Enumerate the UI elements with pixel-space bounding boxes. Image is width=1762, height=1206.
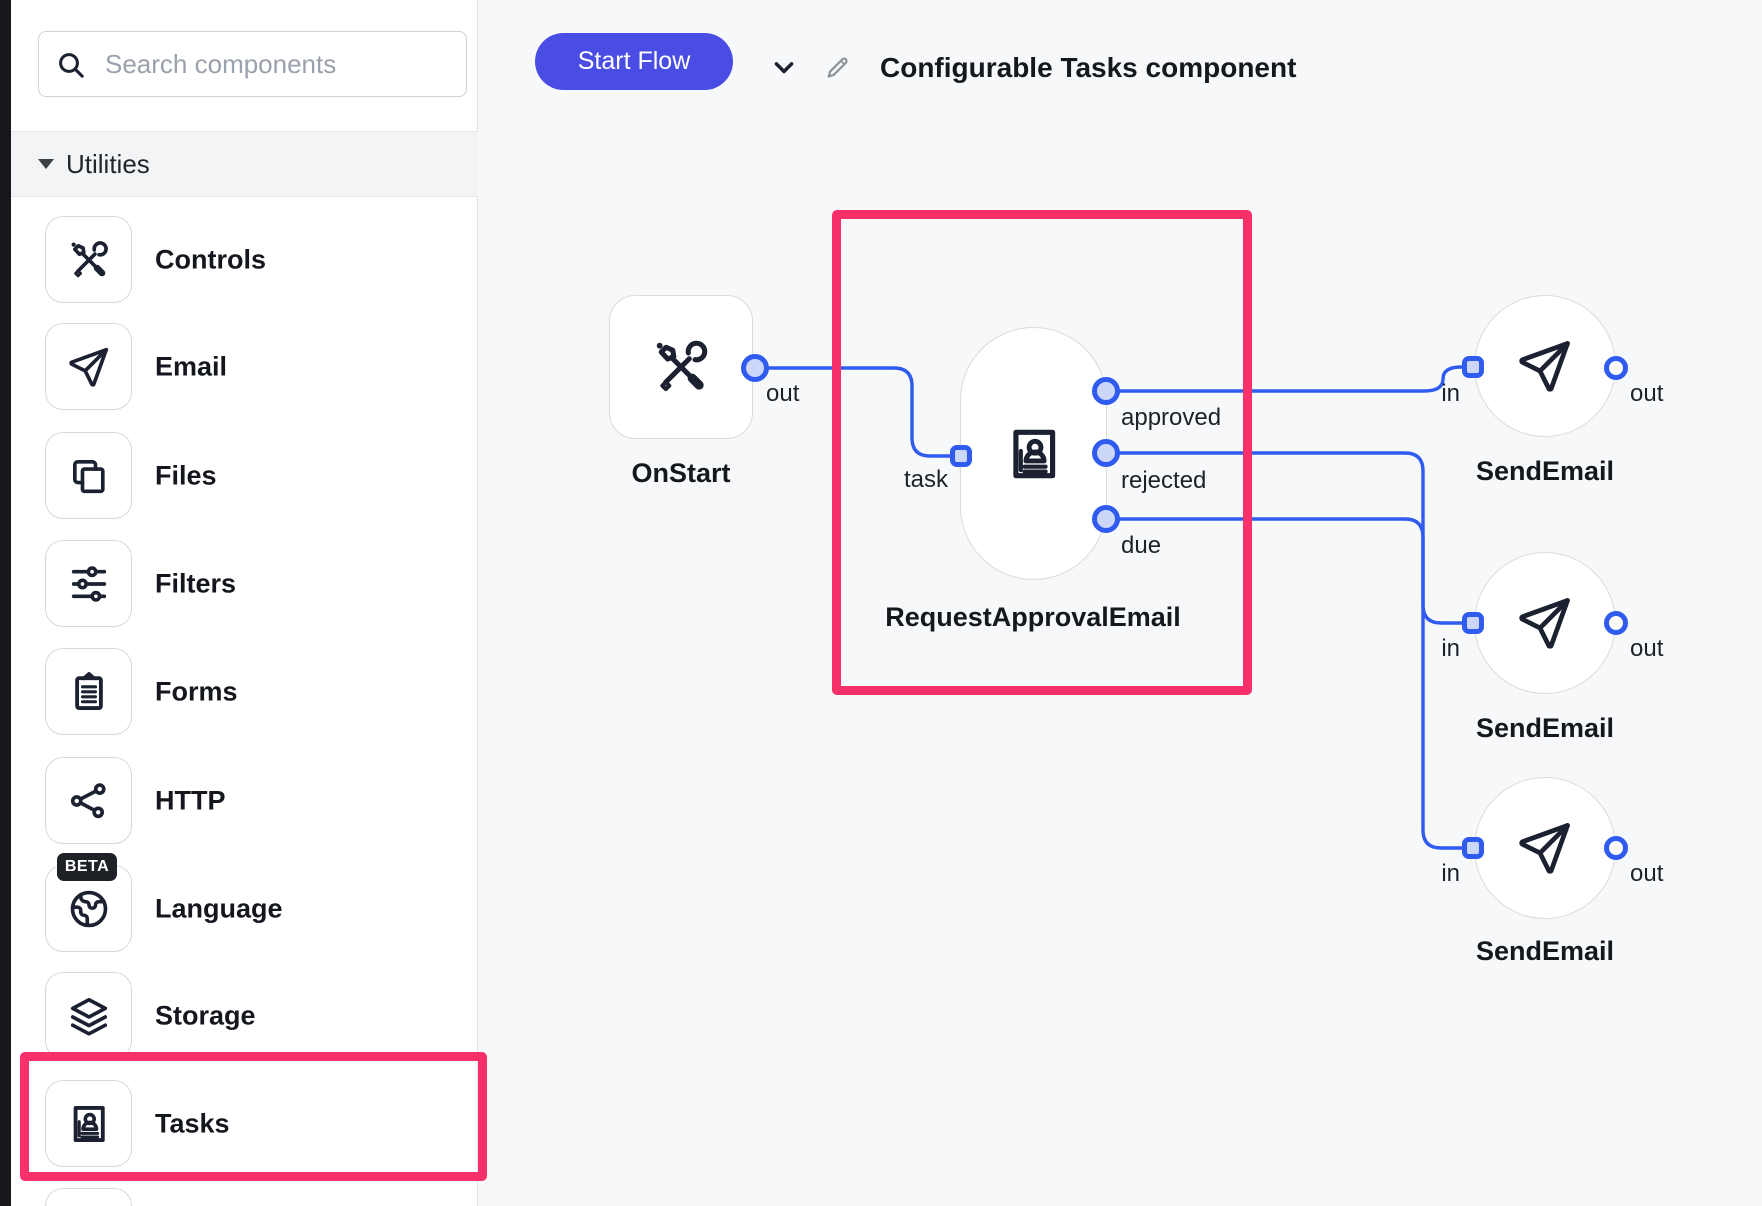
component-sidebar: Utilities Controls Email Files Filters F… <box>11 0 478 1206</box>
port-approval-task-in[interactable] <box>950 445 972 467</box>
port-approval-due-out[interactable] <box>1092 505 1120 533</box>
port-label: in <box>1441 860 1460 887</box>
sidebar-item-http[interactable]: HTTP <box>11 757 478 844</box>
sidebar-item-files[interactable]: Files <box>11 432 478 519</box>
port-approval-approved-out[interactable] <box>1092 377 1120 405</box>
tools-icon <box>66 237 112 283</box>
port-onstart-out[interactable] <box>741 354 769 382</box>
chevron-down-icon[interactable] <box>770 54 798 82</box>
node-label: SendEmail <box>1475 713 1615 743</box>
sidebar-item-email[interactable]: Email <box>11 323 478 410</box>
paper-plane-icon <box>1515 818 1575 878</box>
id-badge-icon <box>66 1101 112 1147</box>
edit-pencil-icon[interactable] <box>824 53 852 81</box>
clipboard-icon <box>66 669 112 715</box>
wire-due-to-send3 <box>1104 517 1470 850</box>
sidebar-item-label: Forms <box>155 676 238 706</box>
port-label: out <box>766 380 800 407</box>
id-badge-icon <box>1003 423 1065 485</box>
port-label: out <box>1630 380 1664 407</box>
sidebar-item-label: Controls <box>155 244 266 274</box>
node-label: SendEmail <box>1475 456 1615 486</box>
search-input[interactable] <box>39 32 466 96</box>
layers-icon <box>66 993 112 1039</box>
sidebar-item-storage[interactable]: Storage <box>11 972 478 1059</box>
port-label: in <box>1441 380 1460 407</box>
node-send-email-3[interactable] <box>1474 777 1616 919</box>
port-send3-in[interactable] <box>1462 837 1484 859</box>
port-send2-out[interactable] <box>1604 611 1628 635</box>
port-send1-in[interactable] <box>1462 356 1484 378</box>
port-send2-in[interactable] <box>1462 612 1484 634</box>
port-label: rejected <box>1121 467 1207 494</box>
sidebar-item-forms[interactable]: Forms <box>11 648 478 735</box>
node-send-email-1[interactable] <box>1474 295 1616 437</box>
beta-badge: BETA <box>57 853 117 881</box>
copy-pages-icon <box>66 453 112 499</box>
sidebar-item-tasks[interactable]: Tasks <box>11 1080 478 1167</box>
paper-plane-icon <box>1515 336 1575 396</box>
port-label: due <box>1121 532 1162 559</box>
page-title: Configurable Tasks component <box>880 52 1297 83</box>
port-approval-rejected-out[interactable] <box>1092 439 1120 467</box>
port-label: in <box>1441 635 1460 662</box>
sidebar-item-controls[interactable]: Controls <box>11 216 478 303</box>
node-onstart[interactable] <box>609 295 753 439</box>
section-header-utilities[interactable]: Utilities <box>11 131 478 197</box>
node-request-approval-email[interactable] <box>960 327 1107 580</box>
sidebar-item-label: Files <box>155 460 217 490</box>
port-label: task <box>903 466 948 493</box>
section-label: Utilities <box>66 148 150 179</box>
port-send3-out[interactable] <box>1604 836 1628 860</box>
port-label: approved <box>1121 404 1222 431</box>
node-label: RequestApprovalEmail <box>885 602 1181 632</box>
sidebar-item-partial[interactable] <box>11 1188 478 1206</box>
port-label: out <box>1630 635 1664 662</box>
node-send-email-2[interactable] <box>1474 552 1616 694</box>
sidebar-item-label: Language <box>155 893 283 923</box>
share-network-icon <box>66 778 112 824</box>
left-edge-rail <box>0 0 11 1206</box>
paper-plane-icon <box>1515 593 1575 653</box>
sidebar-item-filters[interactable]: Filters <box>11 540 478 627</box>
sidebar-item-label: Filters <box>155 568 237 598</box>
sidebar-item-label: HTTP <box>155 785 226 815</box>
start-flow-button[interactable]: Start Flow <box>535 33 733 90</box>
search-box <box>38 31 467 97</box>
sidebar-item-label: Storage <box>155 1000 256 1030</box>
node-label: SendEmail <box>1475 936 1615 966</box>
paper-plane-icon <box>66 344 112 390</box>
port-label: out <box>1630 860 1664 887</box>
port-send1-out[interactable] <box>1604 356 1628 380</box>
globe-icon <box>66 886 112 932</box>
sidebar-item-label: Tasks <box>155 1108 230 1138</box>
sliders-icon <box>66 561 112 607</box>
sidebar-item-label: Email <box>155 351 228 381</box>
collapse-triangle-icon <box>38 159 54 169</box>
tools-icon <box>649 335 713 399</box>
node-label: OnStart <box>631 458 731 488</box>
